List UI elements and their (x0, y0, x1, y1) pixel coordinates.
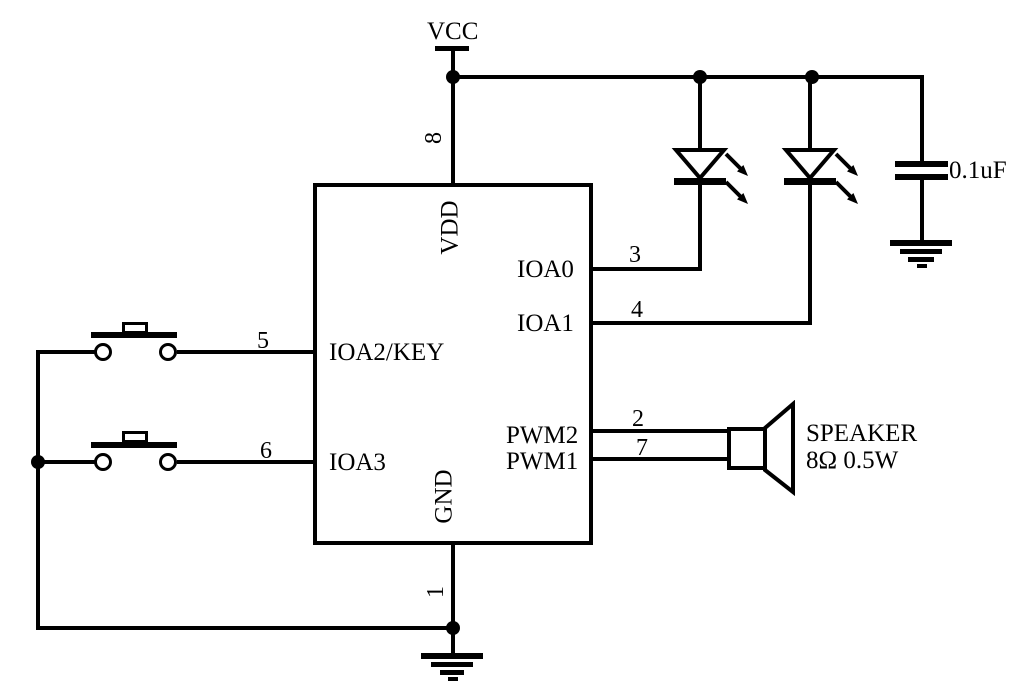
light-arrowhead (847, 193, 858, 204)
wire-pin1-gnd (451, 545, 455, 655)
junction-dot (693, 70, 707, 84)
push-button-bar-icon (91, 332, 177, 338)
vcc-power-bar-icon (435, 46, 469, 51)
speaker-box-icon (727, 427, 767, 470)
speaker-cone-icon (763, 400, 795, 496)
light-arrow (834, 180, 853, 199)
vcc-label: VCC (427, 18, 479, 45)
light-arrowhead (737, 193, 748, 204)
capacitor-value-label: 0.1uF (949, 157, 1007, 184)
light-arrowhead (847, 165, 858, 176)
wire-btn1-left (38, 350, 96, 354)
ground-icon-bar4 (448, 677, 458, 681)
junction-dot (31, 455, 45, 469)
ground-icon-bar2 (431, 662, 473, 667)
push-button-bar-icon (91, 442, 177, 448)
junction-dot (446, 70, 460, 84)
ground-icon-bar1 (890, 240, 952, 246)
push-button-terminal (159, 453, 177, 471)
ground-icon-bar3 (908, 257, 934, 262)
ic-pin-name-pwm2: PWM2 (506, 422, 579, 449)
ic-pin-name-gnd: GND (430, 469, 458, 524)
ground-icon-bar1 (421, 653, 483, 659)
led-cathode-bar (784, 178, 836, 185)
pin-number-7: 7 (636, 435, 648, 461)
capacitor-plate-top (895, 161, 948, 167)
wire-led1-anode (698, 77, 702, 150)
light-arrowhead (737, 165, 748, 176)
capacitor-plate-bottom (895, 174, 948, 180)
ic-pin-name-vdd: VDD (436, 200, 464, 255)
wire-vcc-to-vdd (451, 49, 455, 184)
ic-pin-name-ioa0: IOA0 (517, 256, 574, 283)
wire-led1-cathode (698, 182, 702, 269)
ic-body (313, 183, 593, 545)
ic-pin-name-ioa2-key: IOA2/KEY (329, 339, 445, 366)
pin-number-4: 4 (631, 297, 643, 323)
ground-icon-bar4 (917, 264, 927, 268)
ic-pin-name-ioa3: IOA3 (329, 449, 386, 476)
junction-dot (446, 621, 460, 635)
ic-pin-name-pwm1: PWM1 (506, 448, 579, 475)
ic-pin-name-ioa1: IOA1 (517, 310, 574, 337)
wire-pin4 (593, 321, 812, 325)
pin-number-8: 8 (421, 132, 447, 144)
pin-number-6: 6 (260, 438, 272, 464)
led-icon (781, 148, 858, 204)
pin-number-2: 2 (632, 406, 644, 432)
light-arrow (724, 180, 743, 199)
wire-led2-cathode (808, 182, 812, 323)
push-button-terminal (159, 343, 177, 361)
speaker-name-label: SPEAKER (806, 420, 918, 447)
wire-pin3 (593, 267, 702, 271)
wire-cap-bottom (920, 180, 924, 242)
wire-pin2 (593, 429, 728, 433)
wire-cap-top (920, 77, 924, 163)
wire-pin5 (177, 350, 313, 354)
ground-icon-bar3 (440, 670, 464, 675)
push-button-actuator-icon (122, 431, 148, 443)
speaker-cone (763, 400, 795, 496)
pin-number-1: 1 (423, 586, 449, 598)
light-arrow (724, 152, 743, 171)
speaker-spec-label: 8Ω 0.5W (806, 447, 899, 474)
pin-number-5: 5 (257, 328, 269, 354)
wire-pin7 (593, 457, 728, 461)
light-arrow (834, 152, 853, 171)
junction-dot (805, 70, 819, 84)
wire-pin6 (177, 460, 313, 464)
pin-number-3: 3 (629, 242, 641, 268)
ground-icon-bar2 (900, 249, 942, 254)
push-button-terminal (94, 453, 112, 471)
led-triangle (671, 148, 729, 182)
led-triangle (781, 148, 839, 182)
wire-btn2-left (38, 460, 96, 464)
wire-bottom (36, 626, 455, 630)
push-button-terminal (94, 343, 112, 361)
wire-left-vertical (36, 350, 40, 630)
led-cathode-bar (674, 178, 726, 185)
led-icon (671, 148, 748, 204)
wire-led2-anode (808, 77, 812, 150)
wire-top-rail (453, 75, 924, 79)
